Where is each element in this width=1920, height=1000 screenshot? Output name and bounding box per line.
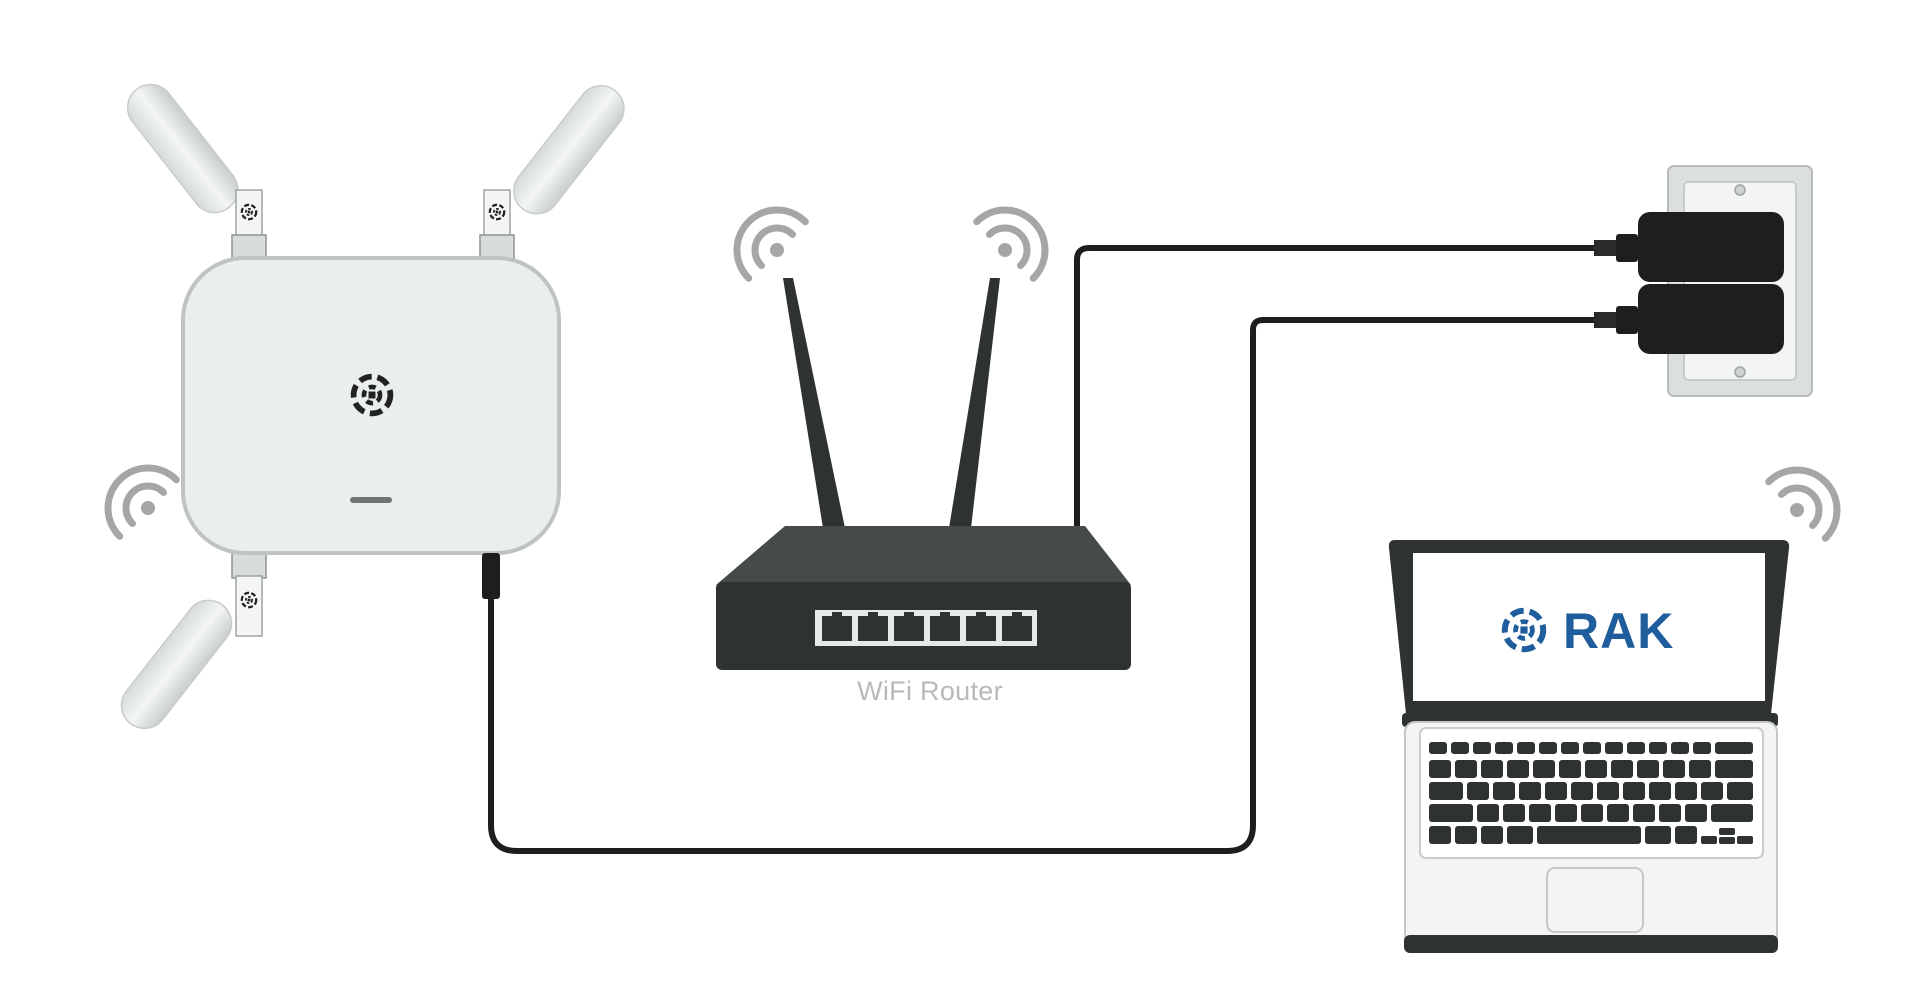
laptop-screen bbox=[1413, 553, 1765, 701]
laptop-screen-brand-text: RAK bbox=[1563, 603, 1675, 659]
laptop-trackpad bbox=[1546, 867, 1644, 933]
power-adapter-bottom bbox=[1594, 284, 1784, 354]
gateway-antenna-top-left bbox=[126, 83, 267, 260]
laptop-keyboard bbox=[1429, 742, 1753, 844]
gateway-antenna-bottom bbox=[120, 551, 267, 730]
wifi-signal-icon bbox=[1765, 466, 1841, 542]
power-adapter-top bbox=[1594, 212, 1784, 282]
router-ethernet-ports bbox=[815, 610, 1037, 646]
router-label: WiFi Router bbox=[857, 676, 1003, 706]
router-antenna-left bbox=[783, 278, 845, 528]
gateway-antenna-top-right bbox=[479, 85, 625, 260]
gateway-status-led bbox=[350, 497, 392, 503]
outlet-screw-bottom bbox=[1734, 366, 1746, 378]
wifi-signal-icon bbox=[733, 206, 809, 282]
lora-gateway bbox=[120, 83, 625, 730]
gateway-power-connector bbox=[482, 553, 500, 599]
outlet-screw-top bbox=[1734, 184, 1746, 196]
wifi-signal-icon bbox=[973, 206, 1049, 282]
wifi-signal-icon bbox=[104, 464, 180, 540]
laptop bbox=[1388, 540, 1790, 953]
cable-router-to-outlet bbox=[1074, 245, 1600, 530]
wifi-router bbox=[716, 278, 1131, 670]
cable-gateway-to-outlet bbox=[488, 317, 1600, 854]
router-antenna-right bbox=[949, 278, 1000, 528]
